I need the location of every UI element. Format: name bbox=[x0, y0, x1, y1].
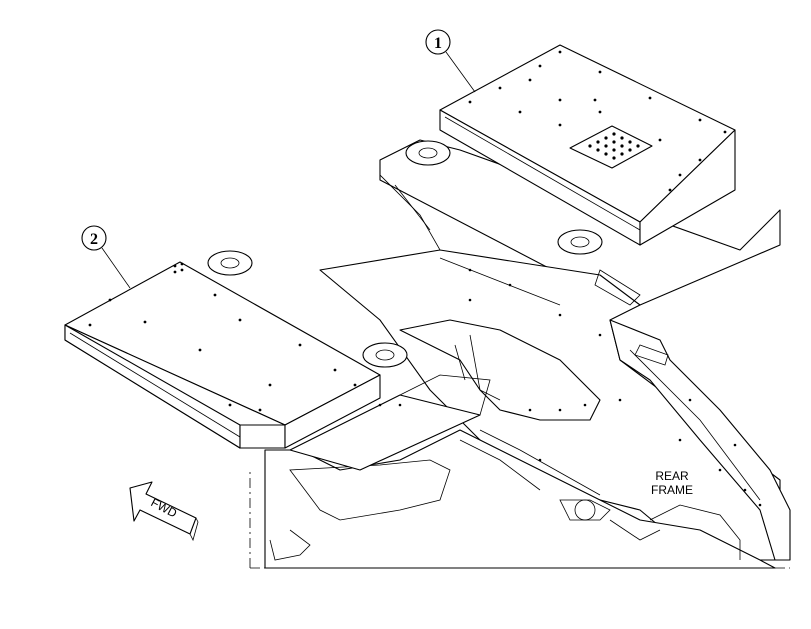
callout-1-circle bbox=[425, 29, 451, 55]
callout-2-number: 2 bbox=[90, 231, 98, 248]
rivet-dots bbox=[378, 268, 762, 507]
rear-frame-label-line2: FRAME bbox=[651, 483, 693, 497]
rear-frame-label: REAR FRAME bbox=[651, 469, 693, 497]
callout-1-number: 1 bbox=[434, 35, 442, 52]
part-2-box bbox=[64, 261, 381, 449]
callout-2: 2 bbox=[81, 225, 131, 289]
callout-1-leader bbox=[445, 51, 476, 93]
callout-1: 1 bbox=[425, 29, 476, 93]
fwd-arrow: FWD bbox=[129, 481, 199, 542]
rear-frame-structure bbox=[207, 139, 791, 569]
part-1-box bbox=[439, 44, 736, 246]
part-1-screws bbox=[468, 50, 727, 192]
fwd-arrow-icon bbox=[129, 481, 197, 535]
connector-grid bbox=[569, 125, 653, 169]
rear-frame-label-line1: REAR bbox=[655, 469, 689, 483]
connector-pins bbox=[588, 132, 640, 160]
callout-2-leader bbox=[101, 247, 131, 289]
callout-2-circle bbox=[81, 225, 107, 251]
part-2-screws bbox=[88, 262, 357, 412]
